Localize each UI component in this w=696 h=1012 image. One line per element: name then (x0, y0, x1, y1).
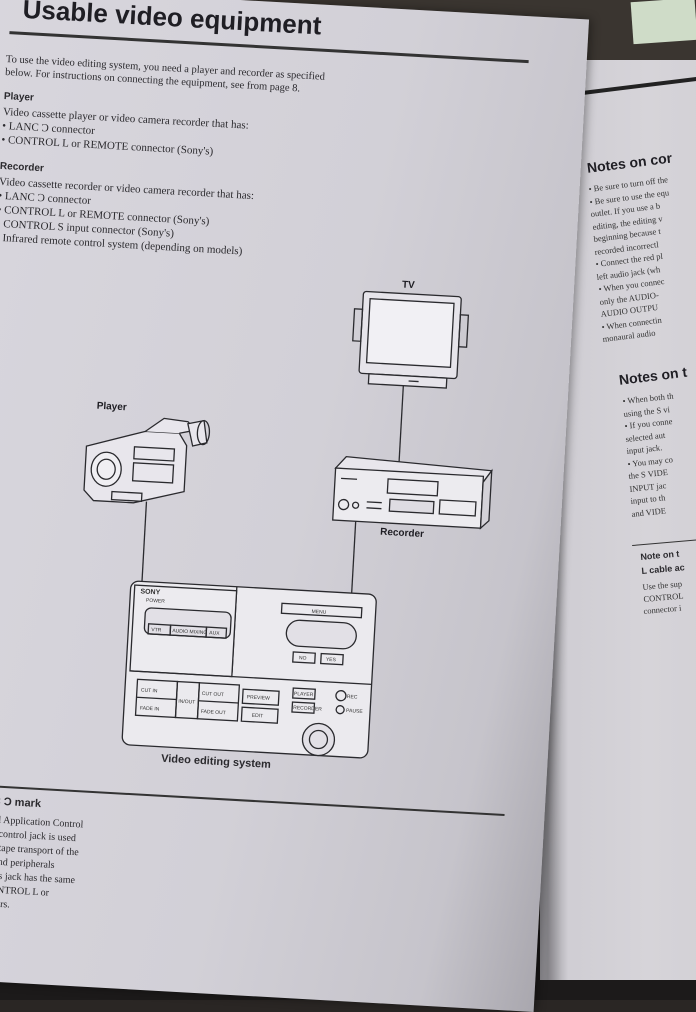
unit-no: NO (299, 655, 307, 661)
unit-preview: PREVIEW (247, 694, 271, 701)
unit-fade-out: FADE OUT (201, 709, 226, 716)
intro-text: To use the video editing system, you nee… (5, 53, 406, 101)
unit-brand: SONY (140, 588, 161, 596)
recorder-label: Recorder (379, 526, 425, 541)
unit-pause: PAUSE (346, 708, 364, 715)
unit-player: PLAYER (294, 691, 314, 698)
tv-illustration (352, 290, 470, 389)
unit-audio-mixing: AUDIO MIXING (172, 628, 207, 636)
unit-cut-in: CUT IN (141, 688, 158, 695)
unit-vtr: VTR (151, 627, 162, 634)
unit-recorder: RECORDER (293, 705, 322, 713)
recorder-vcr-illustration (332, 455, 493, 530)
unit-in-out: IN/OUT (178, 699, 195, 706)
lanc-note-body: ands for Local Application Controlystem.… (0, 811, 114, 918)
player-label: Player (96, 400, 128, 414)
video-editing-unit-illustration (121, 580, 377, 759)
unit-fade-in: FADE IN (140, 705, 160, 712)
unit-menu: MENU (311, 609, 326, 616)
connection-diagram: SONY POWER VTR AUDIO MIXING AUX CUT IN F… (56, 264, 514, 797)
unit-cut-out: CUT OUT (202, 691, 224, 698)
lanc-note-heading: e on LANC Ɔ mark (0, 793, 42, 811)
player-item-control: • CONTROL L or REMOTE connector (Sony's) (1, 133, 214, 158)
diagram-art: SONY POWER VTR AUDIO MIXING AUX CUT IN F… (83, 290, 493, 759)
recorder-heading: Recorder (0, 160, 45, 175)
unit-rec: REC (347, 694, 358, 701)
player-camcorder-illustration (83, 417, 211, 504)
unit-yes: YES (326, 657, 337, 664)
unit-edit: EDIT (252, 713, 264, 720)
tv-label: TV (401, 279, 416, 292)
unit-aux: AUX (209, 630, 220, 637)
unit-power: POWER (146, 598, 166, 605)
player-heading: Player (3, 90, 35, 104)
left-page: Usable video equipment To use the video … (0, 0, 590, 1012)
sticky-note (630, 0, 696, 45)
